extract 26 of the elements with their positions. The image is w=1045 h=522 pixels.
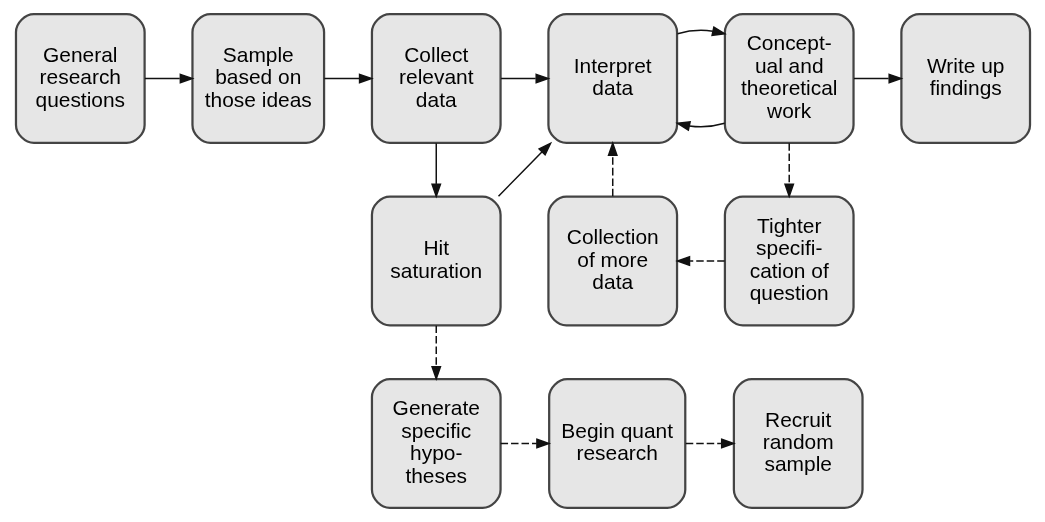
arrow: [499, 438, 551, 449]
arrow: [430, 142, 441, 199]
node-box: Interpret data: [546, 13, 678, 144]
arrow: [676, 25, 727, 37]
arrow: [674, 255, 725, 267]
node-box: Collect relevant data: [370, 13, 502, 144]
node-box: Hit saturation: [370, 195, 502, 327]
arrow: [852, 73, 903, 84]
arrow: [430, 325, 441, 381]
arrow: [499, 73, 550, 84]
arrow: [783, 142, 794, 199]
node-box: Begin quant research: [547, 378, 686, 509]
node-box: General research questions: [14, 13, 146, 144]
arrow: [684, 438, 736, 449]
node-box: Collection of more data: [546, 195, 678, 327]
arrow: [674, 120, 725, 132]
node-box: Tighter specifi- cation of question: [723, 195, 855, 327]
node-box: Write up findings: [899, 13, 1031, 144]
node-box: Concept- ual and theoretical work: [723, 13, 855, 144]
node-box: Sample based on those ideas: [190, 13, 325, 144]
node-box: Recruit random sample: [732, 378, 864, 509]
arrow: [323, 73, 374, 84]
node-box: Generate specific hypo- theses: [370, 378, 502, 509]
arrow: [497, 141, 552, 197]
arrow: [607, 141, 618, 197]
arrow: [143, 73, 195, 84]
